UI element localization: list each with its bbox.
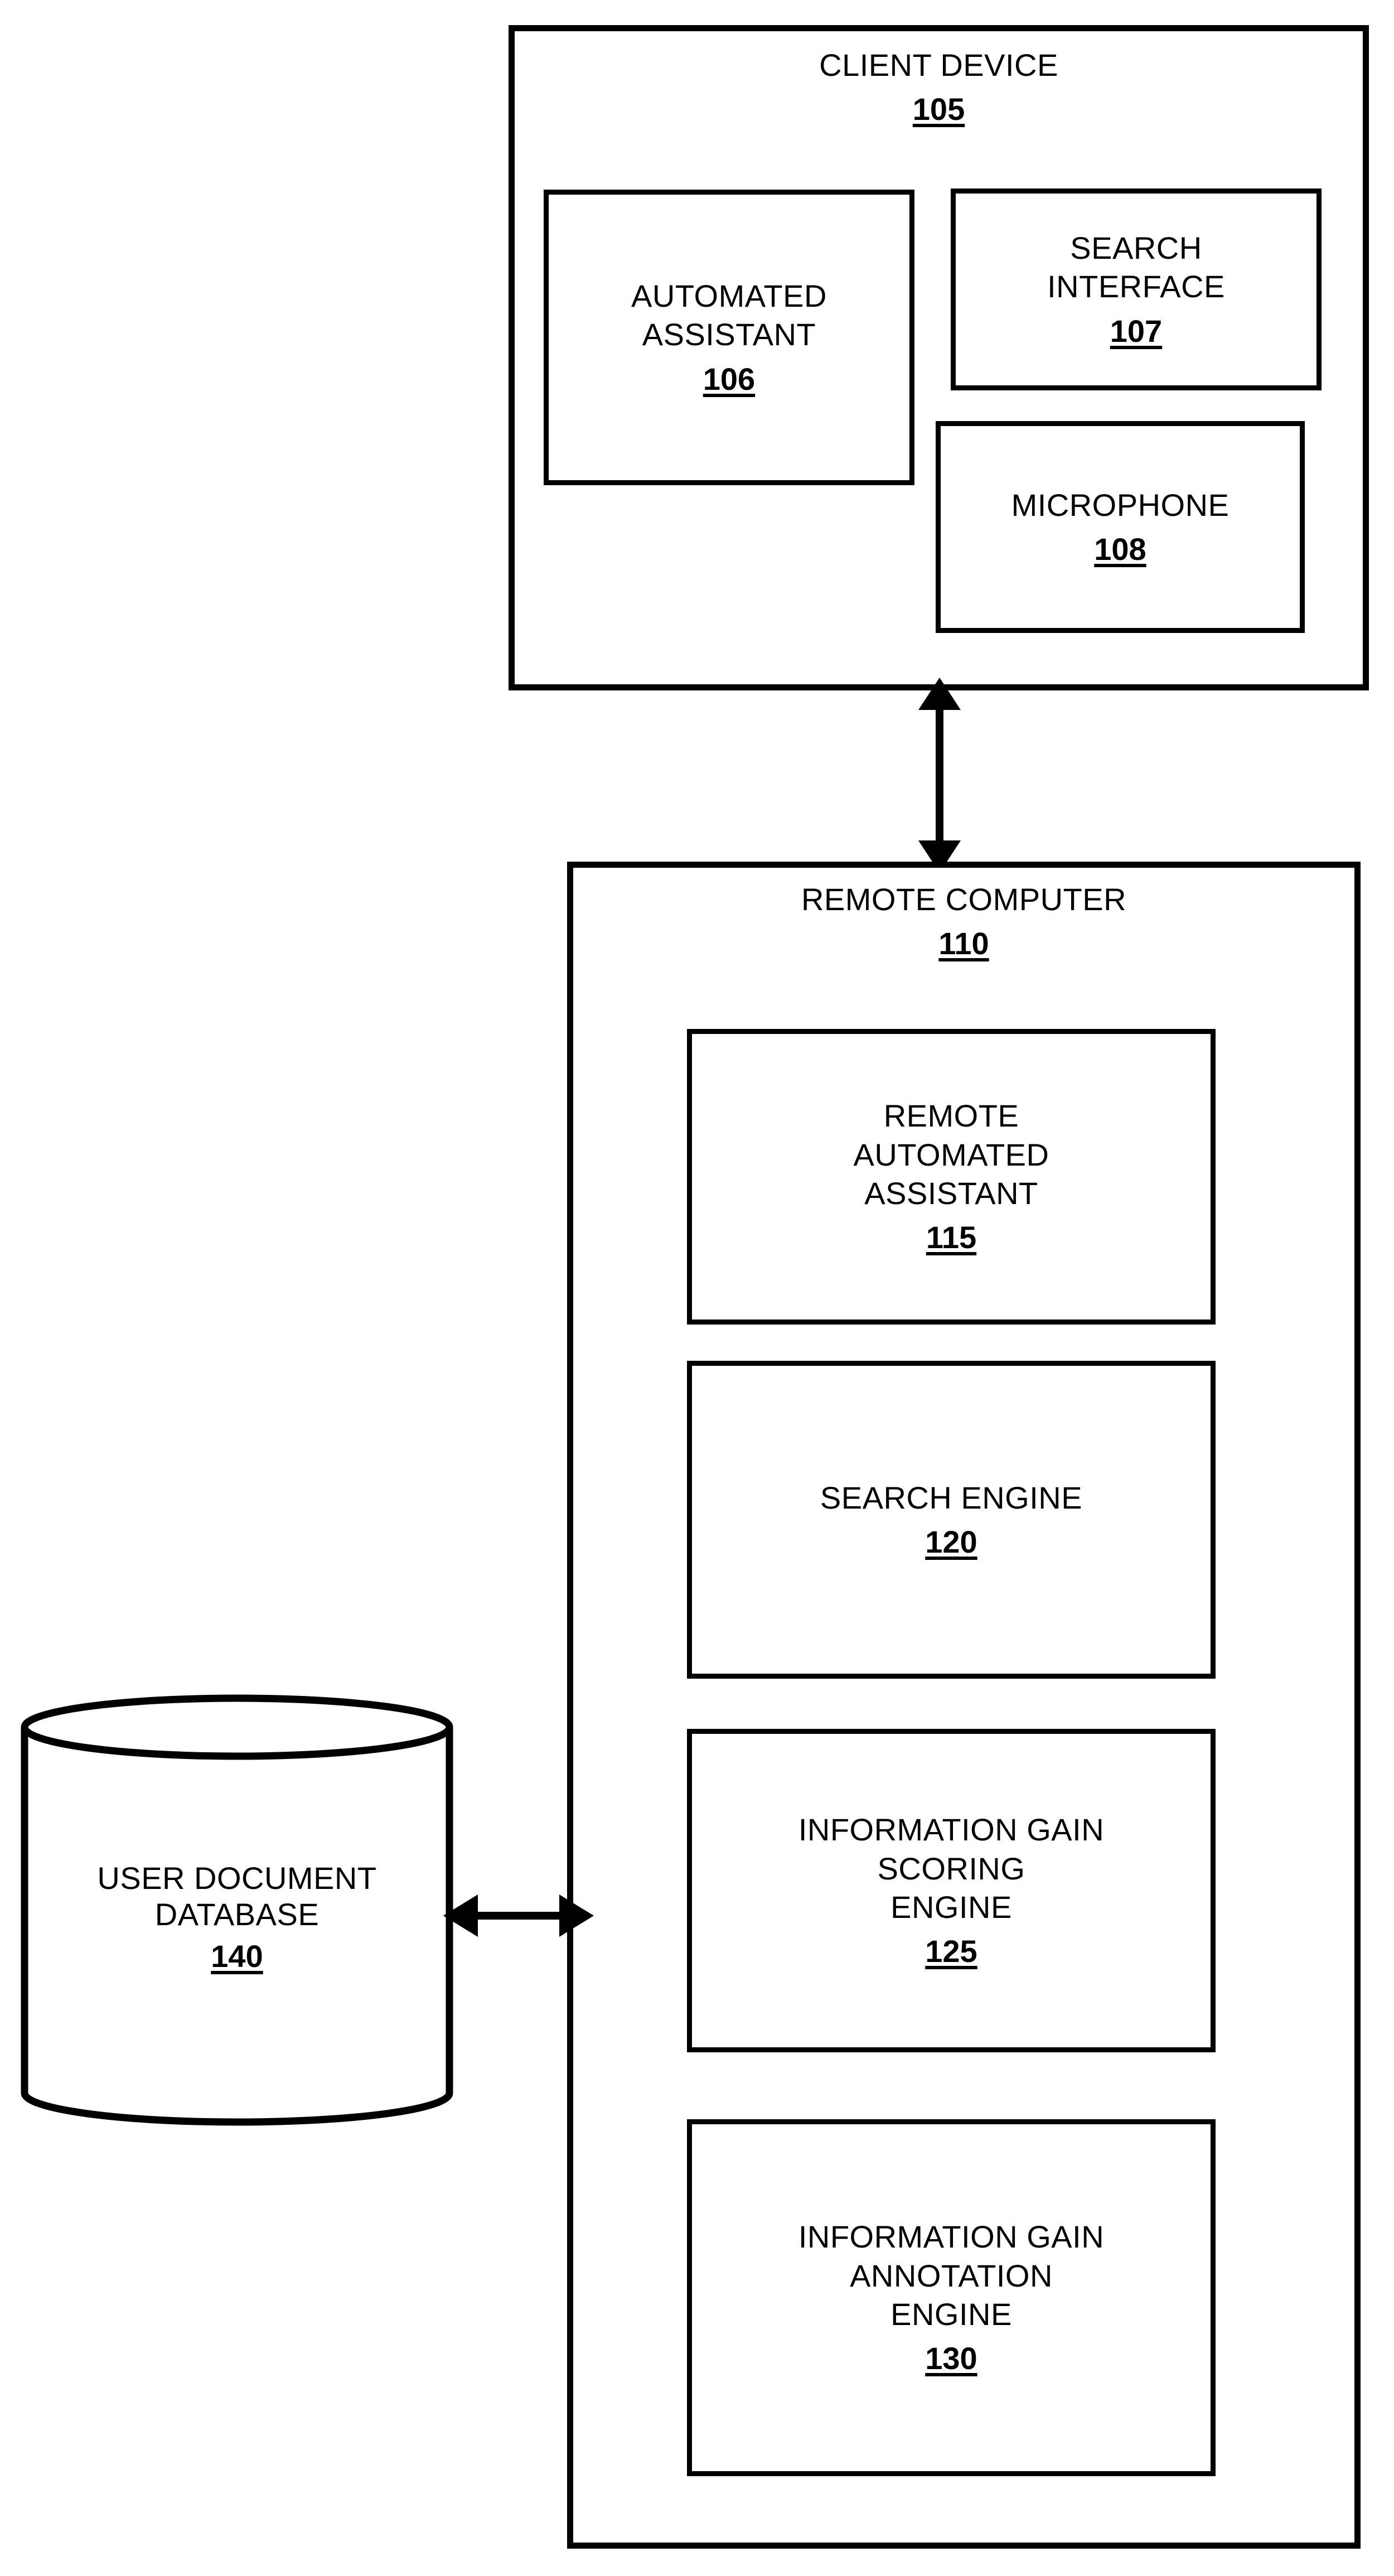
client-device-ref: 105 [912,91,965,127]
client-to-remote-connector-arrow [918,678,961,873]
user-document-database-block: USER DOCUMENT DATABASE 140 [17,1693,457,2139]
information-gain-scoring-engine-label: INFORMATION GAIN SCORING ENGINE [798,1812,1105,1925]
user-document-database-label: USER DOCUMENT DATABASE [97,1860,377,1932]
database-title: USER DOCUMENT DATABASE 140 [17,1860,457,1974]
automated-assistant-ref: 106 [703,361,756,397]
remote-automated-assistant-ref: 115 [926,1220,977,1255]
remote-automated-assistant-block: REMOTE AUTOMATED ASSISTANT 115 [687,1029,1216,1325]
microphone-ref: 108 [1094,531,1146,567]
remote-automated-assistant-label: REMOTE AUTOMATED ASSISTANT [853,1098,1049,1211]
search-engine-block: SEARCH ENGINE 120 [687,1361,1216,1679]
remote-computer-title: REMOTE COMPUTER 110 [801,880,1126,963]
database-cylinder-icon [21,1694,453,2126]
remote-computer-ref: 110 [938,926,989,961]
search-engine-ref: 120 [925,1524,977,1559]
database-to-remote-connector-arrow [443,1894,594,1937]
information-gain-annotation-engine-label: INFORMATION GAIN ANNOTATION ENGINE [798,2219,1105,2332]
search-interface-label: SEARCH INTERFACE [1047,230,1225,305]
information-gain-annotation-engine-block: INFORMATION GAIN ANNOTATION ENGINE 130 [687,2119,1216,2476]
automated-assistant-block: AUTOMATED ASSISTANT 106 [544,190,914,485]
microphone-label: MICROPHONE [1011,487,1230,523]
search-interface-block: SEARCH INTERFACE 107 [951,189,1322,390]
information-gain-scoring-engine-ref: 125 [925,1934,977,1969]
automated-assistant-label: AUTOMATED ASSISTANT [631,278,827,352]
user-document-database-ref: 140 [211,1939,263,1974]
information-gain-annotation-engine-ref: 130 [925,2341,977,2376]
client-device-label: CLIENT DEVICE [819,47,1058,83]
microphone-block: MICROPHONE 108 [936,421,1305,633]
search-interface-ref: 107 [1110,313,1163,349]
remote-computer-label: REMOTE COMPUTER [801,882,1127,917]
search-engine-label: SEARCH ENGINE [820,1480,1083,1515]
client-device-title: CLIENT DEVICE 105 [819,46,1058,129]
information-gain-scoring-engine-block: INFORMATION GAIN SCORING ENGINE 125 [687,1729,1216,2052]
